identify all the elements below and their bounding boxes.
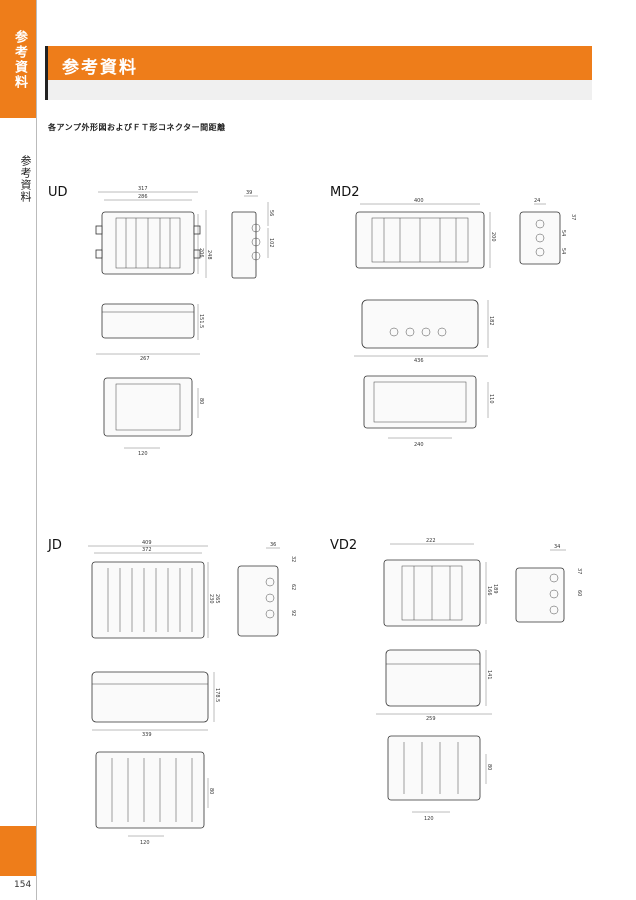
md2-dim-436: 436 bbox=[414, 358, 424, 364]
md2-dim-200: 200 bbox=[490, 232, 496, 242]
title-bar bbox=[48, 46, 592, 80]
vd2-dim-166: 166 bbox=[486, 586, 492, 596]
vd2-dim-259: 259 bbox=[426, 716, 436, 722]
section-caption: 各アンプ外形図およびＦＴ形コネクター間距離 bbox=[48, 123, 226, 132]
jd-dim-80: 80 bbox=[208, 788, 214, 794]
title-accent-bar bbox=[45, 46, 48, 100]
jd-dim-339: 339 bbox=[142, 732, 152, 738]
vd2-dim-34: 34 bbox=[554, 544, 560, 550]
vd2-dim-141: 141 bbox=[486, 670, 492, 680]
vd2-dim-60: 60 bbox=[576, 590, 582, 596]
vd2-dim-80: 80 bbox=[486, 764, 492, 770]
vd2-dim-37: 37 bbox=[576, 568, 582, 574]
md2-dim-182: 182 bbox=[488, 316, 494, 326]
vd2-dim-189: 189 bbox=[492, 584, 498, 594]
sidebar-tab[interactable] bbox=[0, 0, 36, 118]
sidebar-bottom-marker bbox=[0, 826, 36, 876]
ud-drawing: 317 286 206 248 39 56 102 151.5 267 80 1… bbox=[95, 186, 274, 457]
model-label-ud: UD bbox=[48, 185, 68, 200]
jd-dim-36: 36 bbox=[270, 542, 276, 548]
ud-dim-267: 267 bbox=[140, 356, 150, 362]
jd-dim-372: 372 bbox=[142, 547, 152, 553]
md2-dim-24: 24 bbox=[534, 198, 540, 204]
jd-dim-120: 120 bbox=[140, 840, 150, 846]
title-subbar bbox=[48, 80, 592, 100]
model-label-md2: MD2 bbox=[330, 185, 360, 200]
jd-drawing: 409 372 230 265 36 32 62 92 178.5 339 80… bbox=[88, 540, 296, 846]
md2-dim-240: 240 bbox=[414, 442, 424, 448]
vd2-dim-120: 120 bbox=[424, 816, 434, 822]
ud-dim-317: 317 bbox=[138, 186, 148, 192]
md2-dim-110: 110 bbox=[488, 394, 494, 404]
page-title: 参考資料 bbox=[62, 58, 138, 78]
vd2-drawing: 222 166 189 34 37 60 141 259 80 120 bbox=[376, 538, 582, 822]
page-number: 154 bbox=[14, 880, 32, 890]
jd-dim-265: 265 bbox=[214, 594, 220, 604]
vd2-dim-222: 222 bbox=[426, 538, 436, 544]
jd-dim-62: 62 bbox=[290, 584, 296, 590]
ud-dim-120: 120 bbox=[138, 451, 148, 457]
ud-dim-39: 39 bbox=[246, 190, 252, 196]
md2-dim-54-b: 54 bbox=[560, 248, 566, 254]
ud-dim-151-5: 151.5 bbox=[198, 314, 204, 328]
md2-dim-37: 37 bbox=[570, 214, 576, 220]
sidebar-tab-label: 参考資料 bbox=[12, 30, 27, 90]
ud-dim-102: 102 bbox=[268, 238, 274, 248]
sidebar-section-label: 参考資料 bbox=[19, 155, 32, 203]
jd-dim-32: 32 bbox=[290, 556, 296, 562]
jd-dim-230: 230 bbox=[208, 594, 214, 604]
md2-drawing: 400 200 24 54 54 37 182 436 110 240 bbox=[354, 198, 576, 448]
model-label-vd2: VD2 bbox=[330, 538, 358, 553]
md2-dim-54-a: 54 bbox=[560, 230, 566, 236]
ud-dim-80: 80 bbox=[198, 398, 204, 404]
jd-dim-178-5: 178.5 bbox=[214, 688, 220, 702]
ud-dim-286: 286 bbox=[138, 194, 148, 200]
ud-dim-56: 56 bbox=[268, 210, 274, 216]
sidebar-divider bbox=[36, 0, 37, 900]
jd-dim-92: 92 bbox=[290, 610, 296, 616]
md2-dim-400: 400 bbox=[414, 198, 424, 204]
jd-dim-409: 409 bbox=[142, 540, 152, 546]
model-label-jd: JD bbox=[48, 538, 62, 553]
ud-dim-248: 248 bbox=[206, 250, 212, 260]
ud-dim-206: 206 bbox=[198, 248, 204, 258]
